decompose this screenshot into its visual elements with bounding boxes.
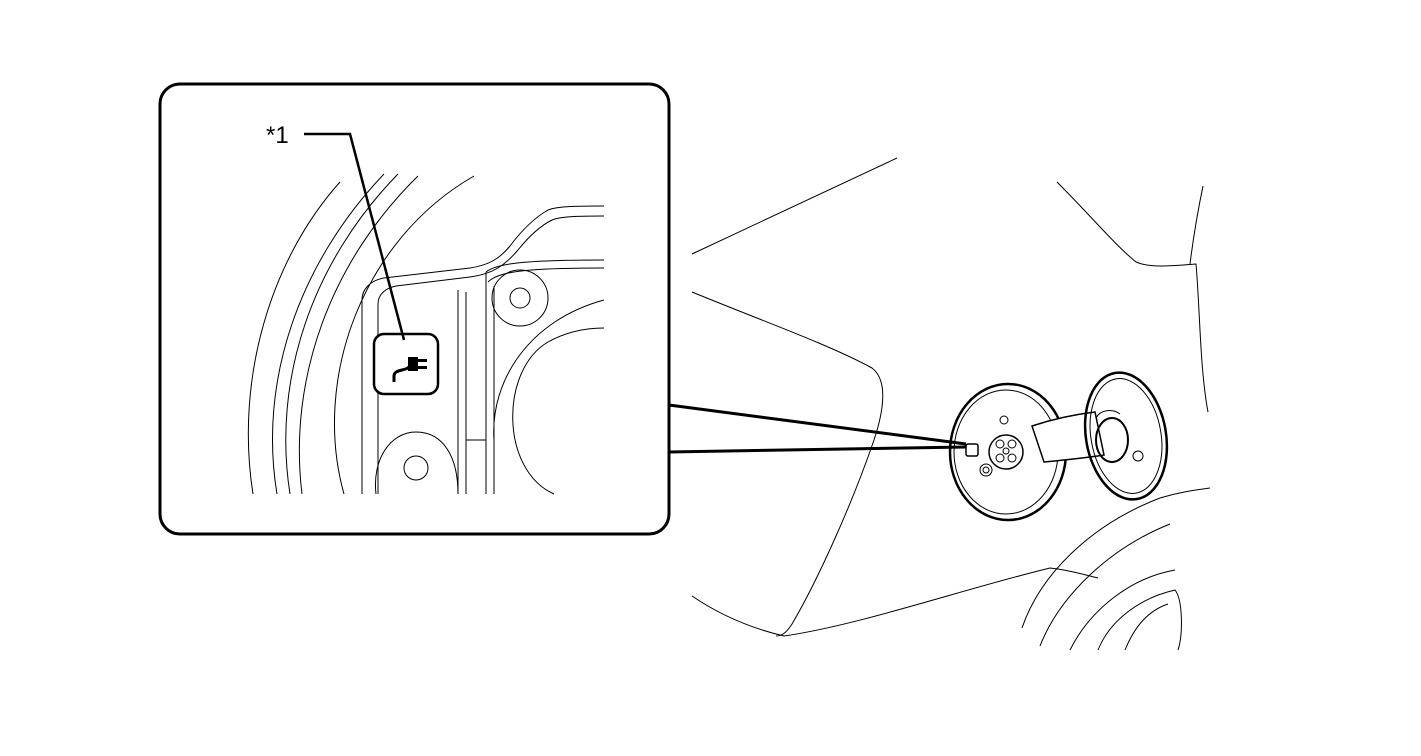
body-panel-outline [691,291,884,637]
body-line-pillar [1189,185,1204,265]
housing-arc-1 [247,181,341,495]
charging-lid-outer [1083,371,1169,501]
lid-hinge-cup [1095,417,1129,463]
callout-1-label: *1 [266,122,289,149]
inlet-cap-small [979,463,993,477]
bolt-upper-outer [491,269,549,327]
lid-hinge-detail [1095,410,1121,419]
wheel-tire-inner [1097,589,1182,651]
body-line-rear [1056,181,1209,413]
lid-hinge-arm [1031,411,1105,463]
leader-line-top [668,403,967,446]
inlet-port [988,434,1024,470]
charging-symbol-label [372,332,440,396]
inlet-pin-1 [995,439,1005,449]
callout-1: *1 [266,122,406,341]
plate-outline-outer [361,205,605,494]
inlet-pin-4 [1007,453,1017,463]
inset-frame [158,82,671,536]
port-arc-inner [512,327,605,495]
body-line-lower [691,567,1099,637]
lid-latch [1132,450,1144,462]
wheel-arch-inner [1039,523,1171,647]
inlet-pin-2 [1007,439,1017,449]
charging-plug-icon [392,357,427,382]
charging-inlet-small [948,371,1169,522]
bolt-lower-outer [374,431,459,495]
wheel-tire-outer [1069,569,1176,651]
charging-lid-inner [1089,378,1163,494]
wheel-tire-line [1124,603,1169,651]
inset-leader-lines [668,403,967,454]
plate-top-line-b [487,267,605,283]
inlet-symbol-mark [965,443,979,457]
housing-arc-4 [298,175,419,495]
inlet-cap-small-inner [982,466,990,474]
inlet-bolt-top [999,415,1009,425]
wheel-arch-outer [1021,487,1211,629]
port-arc-outer [493,299,605,441]
callout-1-leader [304,132,406,341]
bolt-lower-inner [403,455,429,481]
inlet-pin-3 [995,453,1005,463]
symbol-frame [372,332,440,396]
leader-line-bottom [668,445,967,454]
vehicle-body-outline [691,157,1211,651]
inlet-pin-5 [1002,447,1010,455]
detail-inset: *1 [158,82,671,536]
plate-top-line-a [485,259,605,273]
housing-arc-2 [272,173,385,495]
body-line-upper [691,157,898,255]
housing-arc-3 [285,173,399,495]
inset-drawing [247,173,605,495]
housing-arc-5 [333,175,475,495]
plate-outline-inner [377,215,605,494]
bolt-upper-inner [509,287,531,309]
